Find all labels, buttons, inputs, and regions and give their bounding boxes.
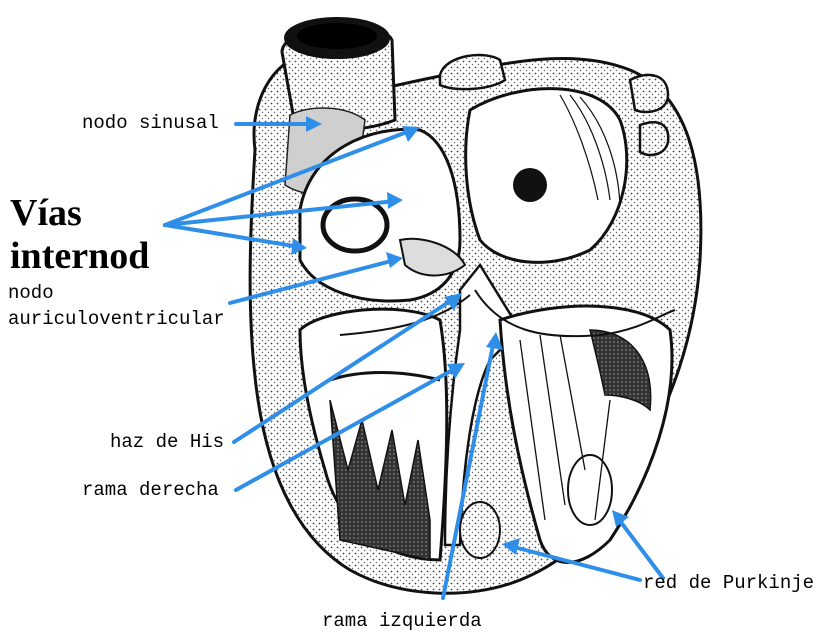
title-line-2: internod xyxy=(10,235,149,278)
label-red-de-purkinje: red de Purkinje xyxy=(643,574,814,593)
label-nodo-sinusal: nodo sinusal xyxy=(82,114,219,133)
title-line-1: Vías xyxy=(10,192,149,235)
label-rama-derecha: rama derecha xyxy=(82,481,219,500)
left-atrium xyxy=(466,89,627,263)
label-rama-izquierda: rama izquierda xyxy=(322,612,482,631)
great-vessels xyxy=(440,55,505,89)
title-vias-internodales: Vías internod xyxy=(10,192,149,277)
pulmonary-vein-opening xyxy=(513,168,547,202)
label-nodo-av-line2: auriculoventricular xyxy=(8,310,225,329)
arrow-purkinje-2 xyxy=(617,517,663,578)
label-haz-de-his: haz de His xyxy=(110,433,224,452)
label-nodo-av-line1: nodo xyxy=(8,284,54,303)
